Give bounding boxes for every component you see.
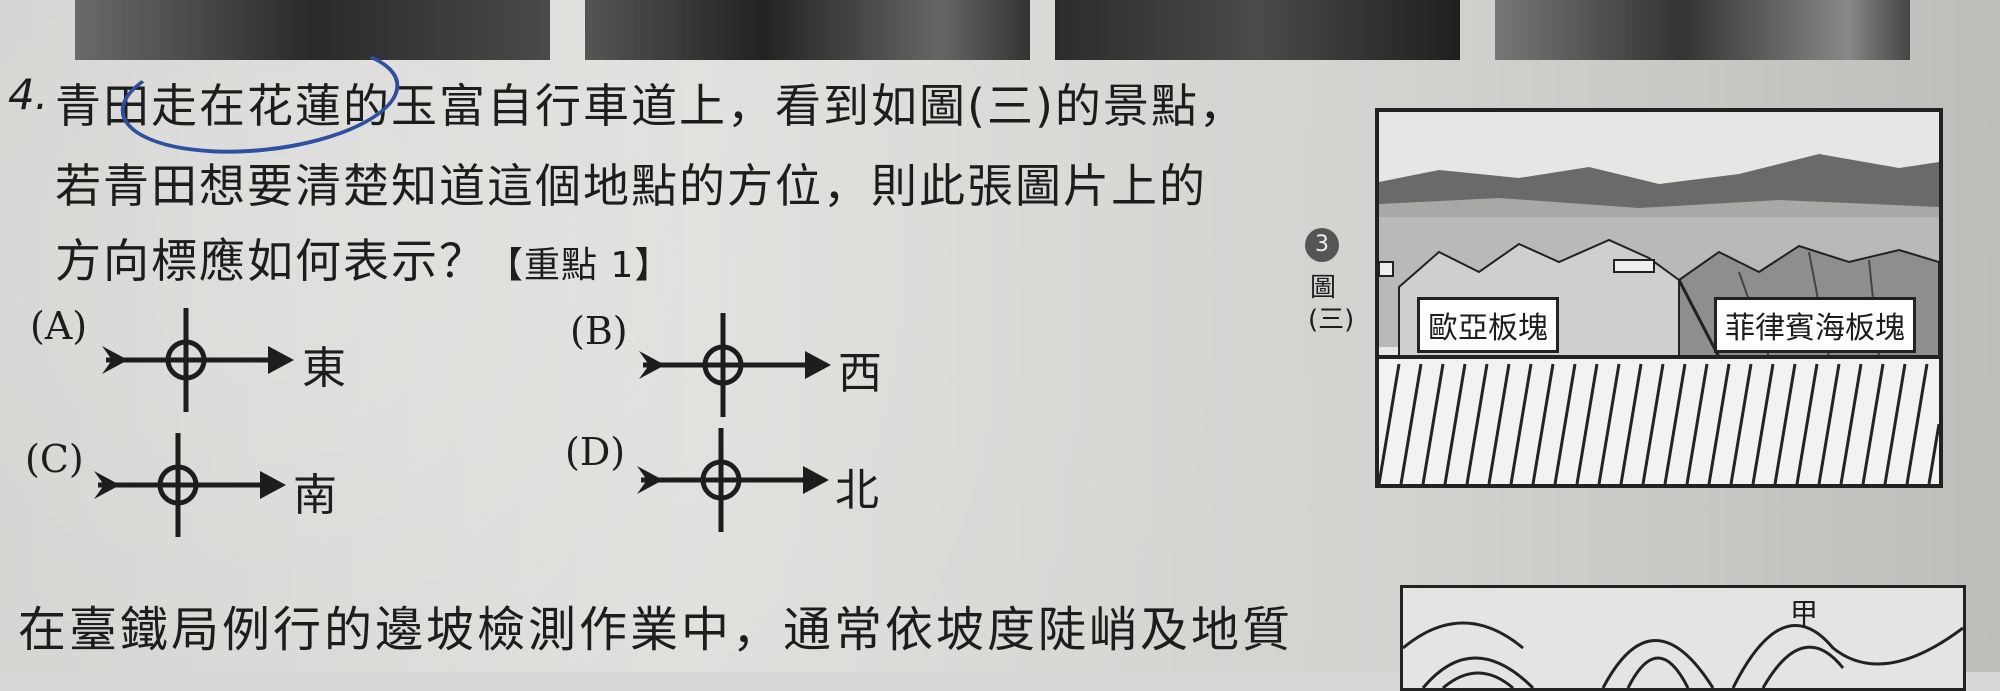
contour-lines	[1403, 621, 1963, 688]
next-question-text: 在臺鐵局例行的邊坡檢測作業中，通常依坡度陡峭及地質	[18, 602, 1294, 658]
contour-map	[1400, 585, 1966, 691]
photo-strip-3	[1055, 0, 1460, 60]
plate-label-philippine-sea: 菲律賓海板塊	[1714, 297, 1916, 353]
compass-arrow-icon	[94, 433, 286, 537]
question-number: 4.	[8, 70, 49, 119]
figure-marker: 3	[1305, 228, 1339, 262]
question-line-3-text: 方向標應如何表示？	[55, 234, 487, 288]
option-a-label: (A)	[30, 304, 88, 348]
option-d-label: (D)	[565, 430, 626, 474]
compass-arrow-icon	[639, 313, 831, 417]
key-point-tag: 【重點 1】	[487, 245, 672, 286]
question-line-3: 方向標應如何表示？【重點 1】	[55, 225, 671, 291]
figure-plate-boundary: 歐亞板塊 菲律賓海板塊	[1375, 108, 1943, 488]
option-b-label: (B)	[570, 309, 628, 353]
option-c-label: (C)	[25, 437, 84, 481]
question-line-2: 若青田想要清楚知道這個地點的方位，則此張圖片上的	[55, 159, 1207, 213]
photo-strip-2	[585, 0, 1030, 60]
compass-arrow-icon	[102, 308, 294, 412]
option-d-direction: 北	[835, 465, 879, 516]
option-b-direction: 西	[838, 348, 882, 399]
photo-strip-1	[75, 0, 550, 60]
map-point-label: 甲	[1790, 597, 1819, 630]
figure-caption: 圖(三)	[1308, 273, 1355, 335]
option-c-direction: 南	[293, 470, 337, 521]
option-a-direction: 東	[302, 343, 346, 394]
question-line-1: 青田走在花蓮的玉富自行車道上，看到如圖(三)的景點，	[55, 79, 1247, 133]
plate-label-eurasian: 歐亞板塊	[1417, 297, 1559, 353]
photo-strip-4	[1495, 0, 1910, 60]
compass-arrow-icon	[637, 428, 829, 532]
